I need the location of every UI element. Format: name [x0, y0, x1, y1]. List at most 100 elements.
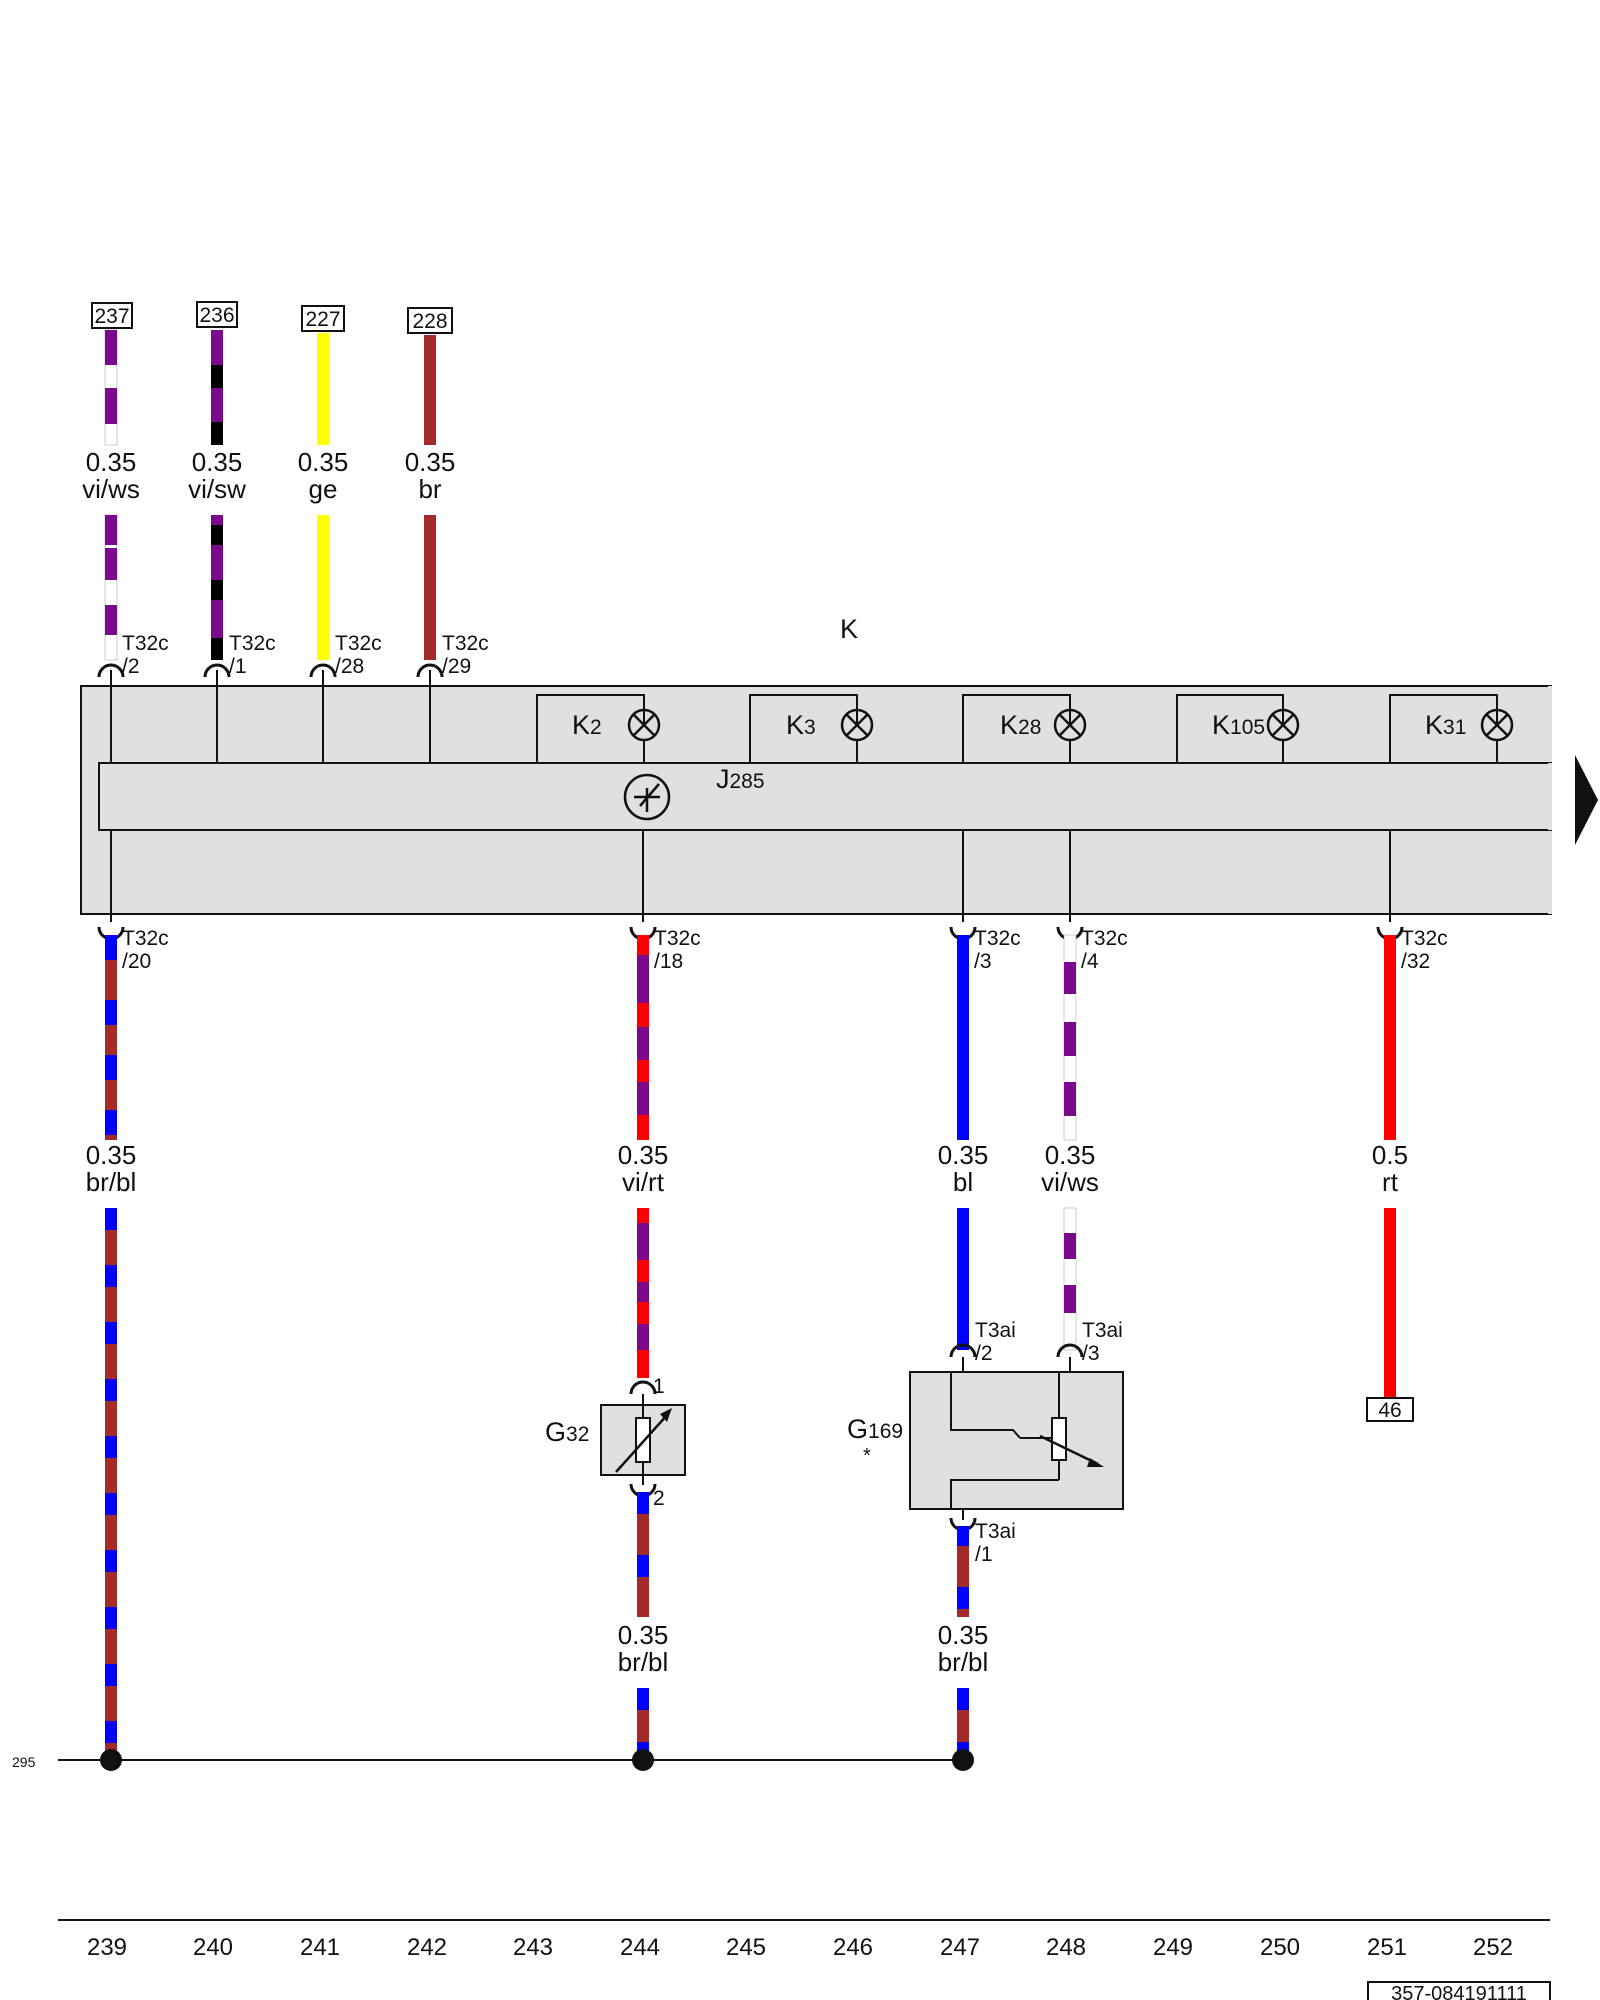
column-number: 249: [1153, 1934, 1193, 1961]
warning-lamp-label: K105: [1212, 710, 1265, 740]
pin-connector: T32c: [335, 632, 382, 655]
wire-size: 0.35: [192, 447, 243, 477]
wire-size: 0.35: [618, 1140, 669, 1170]
wire-ref: 236: [199, 304, 234, 327]
pin-connector: T32c: [229, 632, 276, 655]
wire-color: rt: [1382, 1167, 1399, 1197]
wire-size: 0.35: [298, 447, 349, 477]
pin-number: 1: [653, 1375, 665, 1398]
sensor-g32: 1 G32 2 0.35 br/bl: [545, 1375, 686, 1760]
wire-color: br: [418, 474, 441, 504]
inner-module-label: J285: [716, 764, 765, 794]
ground-bus: 295: [12, 1749, 974, 1771]
pin-connector: T3ai: [975, 1520, 1016, 1543]
pin-number: /18: [654, 950, 683, 973]
wire-ref: 237: [94, 305, 129, 328]
sensor-g169: T3ai /2 T3ai /3 G169 * T3ai /1 0.35 br/b…: [847, 1319, 1124, 1760]
wire-size: 0.35: [618, 1620, 669, 1650]
pin-number: /2: [975, 1342, 993, 1365]
wire-color: vi/rt: [622, 1167, 665, 1197]
warning-lamp-k2: K2: [536, 694, 661, 763]
column-number: 245: [726, 1934, 766, 1961]
inner-module-j285: [98, 762, 1552, 831]
pin-number: /3: [974, 950, 992, 973]
warning-lamp-label: K28: [1000, 710, 1041, 740]
warning-lamp-label: K31: [1425, 710, 1466, 740]
wire-color: br/bl: [86, 1167, 137, 1197]
pin-connector: T32c: [442, 632, 489, 655]
column-number: 251: [1367, 1934, 1407, 1961]
wire-color: ge: [309, 474, 338, 504]
bottom-wire-20: T32c /20 0.35 br/bl: [86, 926, 169, 1760]
pin-number: /20: [122, 950, 151, 973]
wire-color: vi/ws: [82, 474, 140, 504]
pin-connector: T32c: [654, 927, 701, 950]
wire-size: 0.35: [1045, 1140, 1096, 1170]
pin-connector: T32c: [1081, 927, 1128, 950]
column-number: 250: [1260, 1934, 1300, 1961]
top-wire-228: 228 0.35 br T32c /29: [405, 307, 489, 678]
sensor-label: G169: [847, 1414, 903, 1444]
column-numbers: 239 240 241 242 243 244 245 246 247 248 …: [87, 1934, 1513, 1961]
pin-number: /28: [335, 655, 364, 678]
sensor-note: *: [863, 1445, 871, 1467]
column-number: 247: [940, 1934, 980, 1961]
internal-connections: [110, 670, 1391, 922]
warning-lamp-k28: K28: [962, 694, 1087, 763]
pin-number: /3: [1082, 1342, 1100, 1365]
warning-lamp-label: K2: [572, 710, 602, 740]
drawing-number-box: [1367, 1981, 1551, 2000]
top-wire-227: 227 0.35 ge T32c /28: [298, 305, 382, 678]
warning-lamp-k31: K31: [1389, 694, 1514, 763]
top-wire-237: 237 0.35 vi/ws T32c /2: [82, 302, 169, 678]
control-unit-label: K: [840, 614, 858, 644]
column-number: 244: [620, 1934, 660, 1961]
pin-connector: T3ai: [975, 1319, 1016, 1342]
wire-color: vi/sw: [188, 474, 246, 504]
pin-number: /4: [1081, 950, 1099, 973]
wire-color: bl: [953, 1167, 973, 1197]
pin-number: /1: [229, 655, 247, 678]
column-number: 252: [1473, 1934, 1513, 1961]
pin-number: /1: [975, 1543, 993, 1566]
column-number: 242: [407, 1934, 447, 1961]
bottom-wire-18: T32c /18 0.35 vi/rt: [618, 926, 701, 1378]
ground-ref: 295: [12, 1754, 36, 1770]
wire-size: 0.35: [86, 1140, 137, 1170]
warning-lamp-label: K3: [786, 710, 816, 740]
column-number: 240: [193, 1934, 233, 1961]
wire-ref: 46: [1378, 1399, 1401, 1422]
column-number: 248: [1046, 1934, 1086, 1961]
column-number: 239: [87, 1934, 127, 1961]
gauge-icon: [623, 773, 671, 821]
pin-number: 2: [653, 1487, 665, 1510]
pin-number: /2: [122, 655, 140, 678]
column-number: 243: [513, 1934, 553, 1961]
bottom-wire-4: T32c /4 0.35 vi/ws: [1041, 926, 1128, 1351]
pin-number: /29: [442, 655, 471, 678]
continuation-arrow-icon: [1575, 755, 1598, 845]
sensor-label: G32: [545, 1417, 589, 1447]
wire-ref: 228: [412, 310, 447, 333]
wire-size: 0.35: [86, 447, 137, 477]
wire-color: br/bl: [618, 1647, 669, 1677]
bottom-wire-3: T32c /3 0.35 bl: [938, 926, 1021, 1350]
pin-connector: T32c: [122, 632, 169, 655]
pin-connector: T32c: [1401, 927, 1448, 950]
warning-lamp-k105: K105: [1176, 694, 1300, 763]
wire-size: 0.35: [938, 1620, 989, 1650]
column-number: 241: [300, 1934, 340, 1961]
pin-number: /32: [1401, 950, 1430, 973]
wire-size: 0.35: [938, 1140, 989, 1170]
wire-size: 0.5: [1372, 1140, 1408, 1170]
bottom-wire-32: T32c /32 0.5 rt 46: [1366, 926, 1448, 1422]
warning-lamp-k3: K3: [749, 694, 874, 763]
column-number: 246: [833, 1934, 873, 1961]
wire-color: vi/ws: [1041, 1167, 1099, 1197]
wire-color: br/bl: [938, 1647, 989, 1677]
pin-connector: T3ai: [1082, 1319, 1123, 1342]
wire-size: 0.35: [405, 447, 456, 477]
drawing-number: 357-084191111: [1391, 1983, 1527, 2000]
pin-connector: T32c: [122, 927, 169, 950]
